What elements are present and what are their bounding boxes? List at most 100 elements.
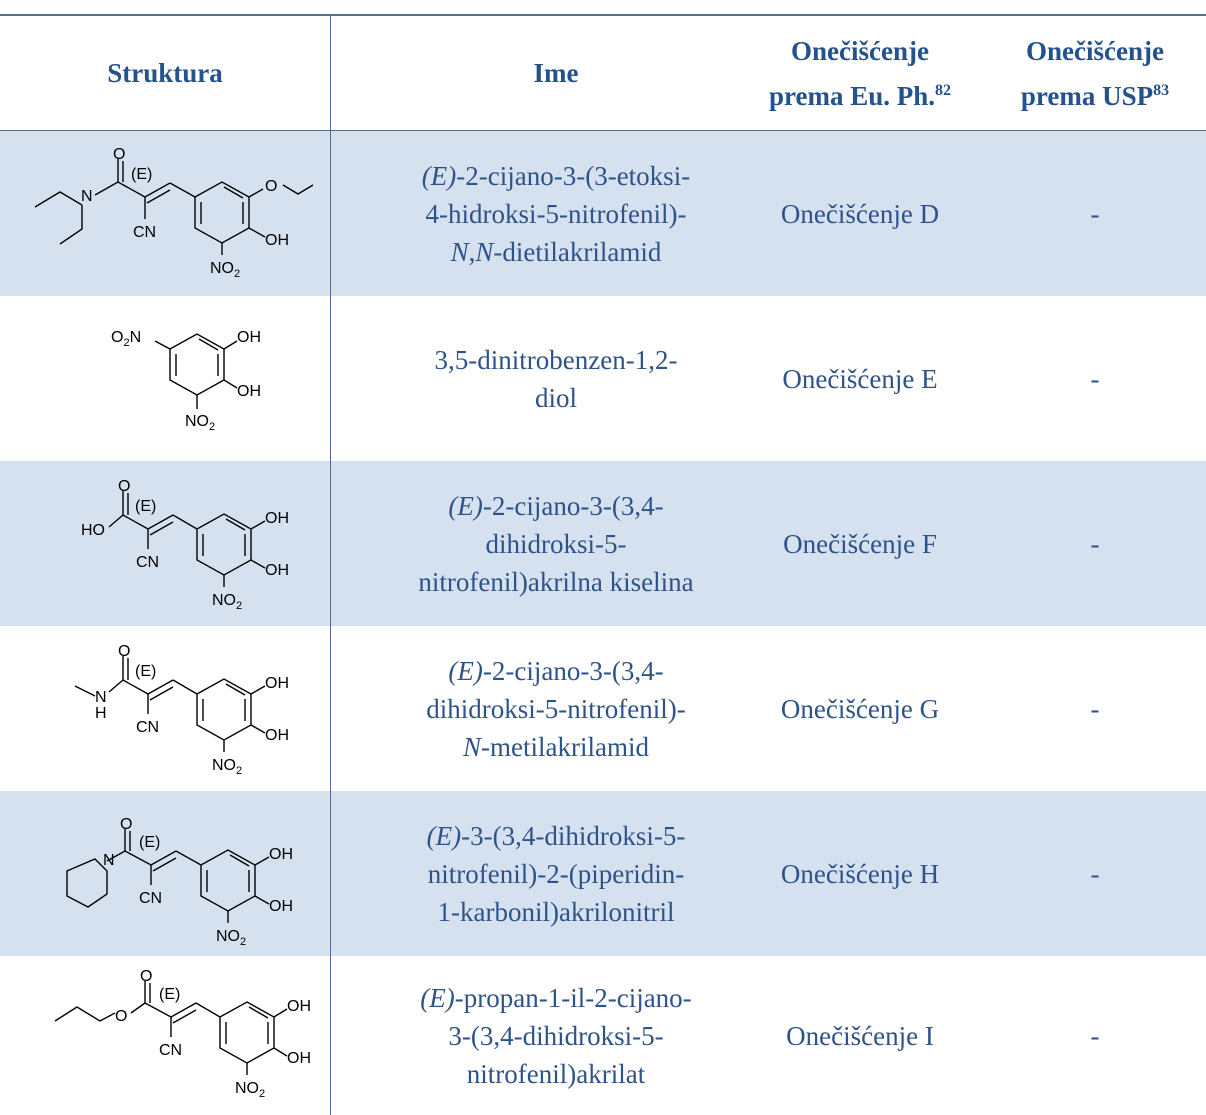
- name-cell: 3,5-dinitrobenzen-1,2- diol: [331, 296, 781, 461]
- header-name: Ime: [331, 16, 781, 130]
- label-ho: HO: [81, 522, 105, 539]
- name-line: (E)-2-cijano-3-(3-etoksi-: [421, 160, 691, 191]
- label-no2-sub: 2: [209, 421, 215, 433]
- label-no2-sub: 2: [236, 600, 242, 612]
- label-e: (E): [135, 663, 156, 680]
- label-oh: OH: [265, 232, 289, 249]
- usp-cell: -: [1090, 858, 1100, 889]
- label-e: (E): [159, 986, 180, 1003]
- label-o2n-n: N: [130, 329, 142, 346]
- label-oh-2: OH: [265, 727, 289, 744]
- header-eu-ph: Onečišćenje prema Eu. Ph.82: [760, 16, 960, 130]
- label-no2-sub: 2: [236, 765, 242, 777]
- name-cell: (E)-propan-1-il-2-cijano-3-(3,4-dihidrok…: [331, 956, 781, 1115]
- structure-impurity-d: O (E) N CN O OH NO2: [34, 146, 314, 280]
- label-o: O: [118, 478, 130, 495]
- structure-impurity-g: O (E) N H CN OH OH NO2: [74, 643, 289, 777]
- svg-text:O2N: O2N: [111, 329, 141, 349]
- eu-ph-cell: Onečišćenje I: [786, 1020, 934, 1051]
- label-no2: NO: [185, 413, 209, 430]
- label-oh-1: OH: [269, 846, 293, 863]
- header-usp-line1: Onečišćenje: [1026, 35, 1164, 66]
- eu-ph-cell: Onečišćenje D: [780, 198, 940, 229]
- label-no2: NO: [235, 1080, 259, 1097]
- name-line: 1-karbonil)akrilonitril: [437, 896, 675, 927]
- header-structure-text: Struktura: [107, 58, 223, 88]
- label-o2n-o: O: [111, 329, 123, 346]
- label-n: N: [81, 188, 93, 205]
- label-no2: NO: [212, 592, 236, 609]
- usp-cell: -: [1090, 1020, 1100, 1051]
- table-row: O (E) N CN O OH NO2 (E)-2-cijano-3-(3-et…: [0, 131, 1206, 296]
- name-line: nitrofenil)akrilna kiselina: [418, 566, 694, 597]
- svg-text:NO2: NO2: [212, 757, 242, 777]
- name-line: 3,5-dinitrobenzen-1,2-: [434, 344, 678, 375]
- table-top-border: [0, 14, 1206, 16]
- header-eu-line1: Onečišćenje: [791, 35, 929, 66]
- eu-ph-cell: Onečišćenje G: [780, 693, 940, 724]
- eu-ph-cell: Onečišćenje F: [783, 528, 937, 559]
- name-cell: (E)-2-cijano-3-(3,4-dihidroksi-5-nitrofe…: [331, 461, 781, 626]
- label-oh-2: OH: [287, 1050, 311, 1067]
- label-no2: NO: [212, 757, 236, 774]
- name-line: (E)-2-cijano-3-(3,4-: [448, 490, 664, 521]
- usp-cell: -: [1090, 363, 1100, 394]
- header-usp-line2: prema USP: [1020, 80, 1154, 111]
- structure-impurity-f: O (E) HO CN OH OH NO2: [81, 478, 289, 612]
- usp-cell: -: [1090, 198, 1100, 229]
- header-structure: Struktura: [0, 16, 330, 130]
- svg-text:NO2: NO2: [212, 592, 242, 612]
- column-divider: [330, 16, 331, 1115]
- label-o: O: [113, 146, 125, 163]
- name-line: 4-hidroksi-5-nitrofenil)-: [425, 198, 687, 229]
- svg-text:NO2: NO2: [216, 928, 246, 948]
- label-no2: NO: [216, 928, 240, 945]
- name-line: nitrofenil)-2-(piperidin-: [427, 858, 685, 889]
- label-e: (E): [139, 834, 160, 851]
- label-cn: CN: [136, 554, 159, 571]
- name-line: dihidroksi-5-nitrofenil)-: [426, 693, 686, 724]
- table-row: O (E) HO CN OH OH NO2 (E)-2-cijano-3-(3,…: [0, 461, 1206, 626]
- header-usp-footnote: 83: [1153, 81, 1170, 99]
- svg-text:NO2: NO2: [210, 260, 240, 280]
- label-o-ester: O: [115, 1008, 127, 1025]
- label-o2n-sub: 2: [123, 337, 129, 349]
- structure-impurity-h: O (E) N CN OH OH NO2: [66, 816, 293, 948]
- header-usp: Onečišćenje prema USP83: [990, 16, 1200, 130]
- name-line: diol: [534, 382, 577, 413]
- label-oh-1: OH: [287, 998, 311, 1015]
- label-no2-sub: 2: [234, 268, 240, 280]
- label-o: O: [120, 816, 132, 833]
- name-line: nitrofenil)akrilat: [466, 1058, 646, 1089]
- structure-cell: O2N OH OH NO2: [0, 296, 330, 461]
- label-no2: NO: [210, 260, 234, 277]
- label-oh-2: OH: [237, 383, 261, 400]
- svg-text:NO2: NO2: [235, 1080, 265, 1100]
- header-eu-footnote: 82: [935, 81, 952, 99]
- name-line: (E)-3-(3,4-dihidroksi-5-: [426, 820, 686, 851]
- label-o: O: [140, 968, 152, 985]
- table-row: O (E) O CN OH OH NO2 (E)-propan-1-il-2-c…: [0, 956, 1206, 1115]
- usp-cell: -: [1090, 528, 1100, 559]
- eu-ph-cell: Onečišćenje H: [780, 858, 940, 889]
- structure-cell: O (E) N H CN OH OH NO2: [0, 626, 330, 791]
- label-e: (E): [135, 498, 156, 515]
- header-bottom-border: [0, 130, 1206, 131]
- name-line: (E)-2-cijano-3-(3,4-: [448, 655, 664, 686]
- label-no2-sub: 2: [240, 936, 246, 948]
- label-o: O: [118, 643, 130, 660]
- name-line: 3-(3,4-dihidroksi-5-: [448, 1020, 664, 1051]
- name-cell: (E)-2-cijano-3-(3,4- dihidroksi-5-nitrofe…: [331, 626, 781, 791]
- label-n: N: [103, 852, 115, 869]
- label-oh-1: OH: [265, 675, 289, 692]
- label-cn: CN: [133, 224, 156, 241]
- structure-impurity-e: O2N OH OH NO2: [111, 329, 261, 433]
- structure-impurity-i: O (E) O CN OH OH NO2: [54, 968, 311, 1100]
- structure-cell: O (E) HO CN OH OH NO2: [0, 461, 330, 626]
- name-line: N,N-dietilakrilamid: [450, 236, 662, 267]
- svg-text:NO2: NO2: [185, 413, 215, 433]
- usp-cell: -: [1090, 693, 1100, 724]
- label-h: H: [95, 705, 107, 722]
- header-name-text: Ime: [533, 58, 579, 88]
